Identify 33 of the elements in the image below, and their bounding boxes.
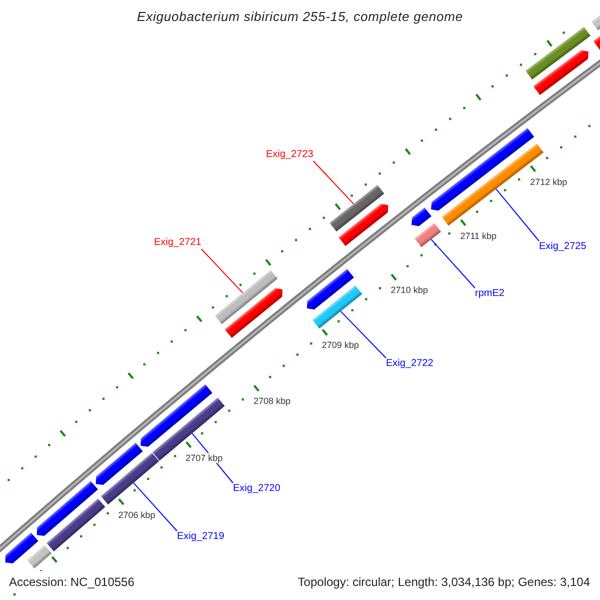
diagram-title: Exiguobacterium sibiricum 255-15, complete genome [136, 9, 464, 25]
gene-label: rpmE2 [475, 288, 504, 300]
leader-line [430, 238, 476, 288]
gene-block [27, 545, 52, 568]
scale-label: 2706 kbp [118, 510, 156, 521]
scale-label: 2712 kbp [530, 176, 568, 188]
leader-line [340, 310, 386, 358]
gene-block [526, 26, 590, 80]
leader-line [312, 160, 354, 204]
genome-info-text: Topology: circular; Length: 3,034,136 bp; Genes: 3,104 [298, 575, 590, 590]
gene-block [140, 384, 212, 447]
gene-block [593, 34, 600, 50]
gene-block [224, 288, 283, 338]
scale-label: 2710 kbp [390, 285, 428, 296]
scale-label: 2711 kbp [460, 230, 497, 242]
gene-block [46, 498, 106, 552]
gene-block [96, 442, 143, 485]
gene-label: Exig_2719 [177, 531, 224, 543]
gene-block [591, 14, 600, 30]
gene-label: Exig_2723 [266, 149, 314, 161]
scale-label: 2709 kbp [322, 340, 359, 352]
gene-block [306, 268, 354, 310]
gene-label: Exig_2720 [233, 483, 280, 495]
scale-label: 2708 kbp [254, 396, 291, 407]
gene-block [338, 204, 388, 246]
gene-label: Exig_2721 [154, 237, 202, 249]
gene-label: Exig_2722 [386, 358, 434, 370]
gene-block [412, 208, 432, 226]
scale-label: 2707 kbp [186, 452, 223, 464]
gene-block [414, 223, 442, 248]
leader-line [200, 248, 244, 294]
gene-label: Exig_2725 [539, 241, 586, 253]
leader-line [133, 482, 178, 532]
